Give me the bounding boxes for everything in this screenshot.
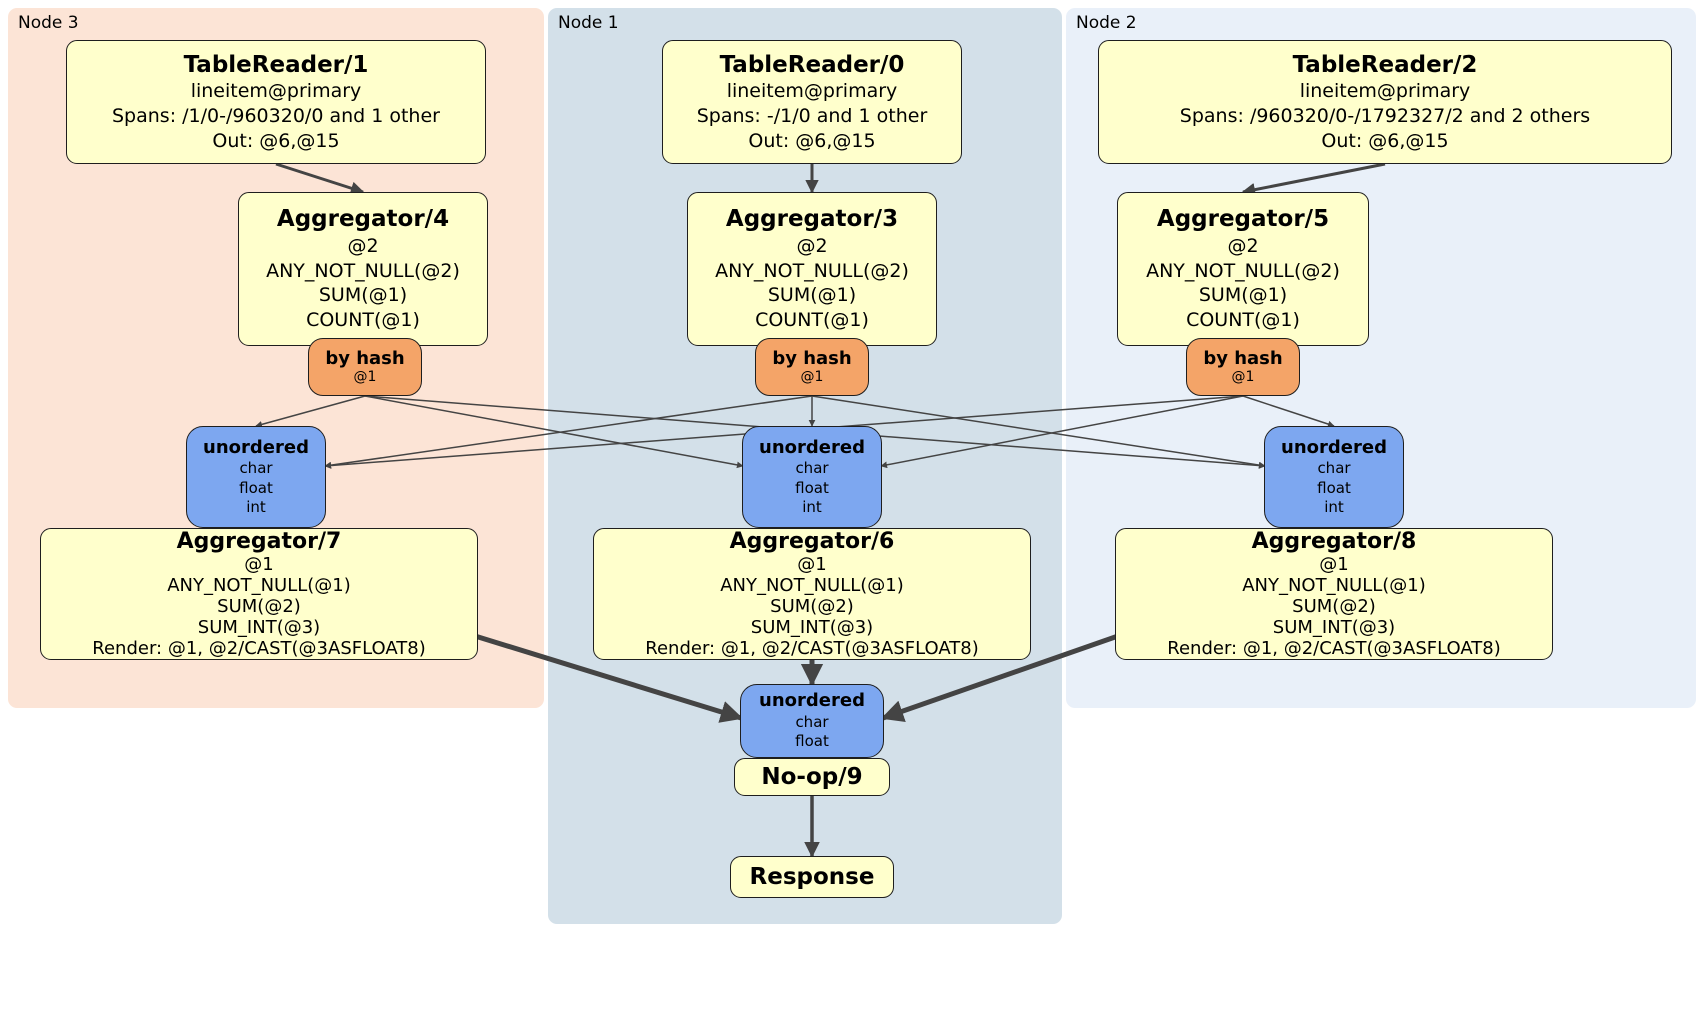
aggregator-4-title: Aggregator/4 [276, 206, 450, 233]
hash-router-node2: by hash @1 [1186, 338, 1300, 396]
aggregator-7-box: Aggregator/7 @1 ANY_NOT_NULL(@1) SUM(@2)… [40, 528, 478, 660]
unordered-sync-title: unordered [203, 436, 309, 458]
aggregator-7-fn: SUM_INT(@3) [197, 617, 321, 639]
aggregator-7-render: Render: @1, @2/CAST(@3ASFLOAT8) [92, 638, 426, 660]
aggregator-5-title: Aggregator/5 [1156, 206, 1330, 233]
hash-router-cols: @1 [353, 369, 377, 386]
tablereader-0-spans: Spans: -/1/0 and 1 other [696, 105, 928, 128]
noop-9-box: No-op/9 [734, 758, 890, 796]
tablereader-2-index: lineitem@primary [1299, 80, 1471, 103]
hash-router-title: by hash [772, 347, 852, 369]
aggregator-6-fn: ANY_NOT_NULL(@1) [720, 575, 904, 597]
aggregator-6-render: Render: @1, @2/CAST(@3ASFLOAT8) [645, 638, 979, 660]
aggregator-3-groupcols: @2 [796, 235, 828, 257]
aggregator-4-box: Aggregator/4 @2 ANY_NOT_NULL(@2) SUM(@1)… [238, 192, 488, 346]
aggregator-8-groupcols: @1 [1319, 554, 1349, 576]
aggregator-3-box: Aggregator/3 @2 ANY_NOT_NULL(@2) SUM(@1)… [687, 192, 937, 346]
aggregator-6-fn: SUM_INT(@3) [750, 617, 874, 639]
aggregator-8-render: Render: @1, @2/CAST(@3ASFLOAT8) [1167, 638, 1501, 660]
tablereader-2-title: TableReader/2 [1292, 51, 1478, 78]
node3-label: Node 3 [18, 13, 79, 33]
aggregator-4-fn: ANY_NOT_NULL(@2) [266, 259, 460, 282]
aggregator-8-box: Aggregator/8 @1 ANY_NOT_NULL(@1) SUM(@2)… [1115, 528, 1553, 660]
tablereader-1-out: Out: @6,@15 [212, 129, 340, 152]
aggregator-8-fn: SUM(@2) [1292, 596, 1376, 618]
sync-col-type: int [802, 498, 822, 516]
hash-router-title: by hash [1203, 347, 1283, 369]
hash-router-cols: @1 [800, 369, 824, 386]
aggregator-3-fn: COUNT(@1) [755, 309, 869, 332]
aggregator-5-groupcols: @2 [1227, 235, 1259, 257]
sync-col-type: int [1324, 498, 1344, 516]
aggregator-7-title: Aggregator/7 [176, 528, 342, 554]
tablereader-0-title: TableReader/0 [719, 51, 905, 78]
sync-col-type: float [1317, 478, 1351, 497]
aggregator-8-fn: ANY_NOT_NULL(@1) [1242, 575, 1426, 597]
aggregator-7-fn: ANY_NOT_NULL(@1) [167, 575, 351, 597]
tablereader-1-spans: Spans: /1/0-/960320/0 and 1 other [112, 105, 440, 128]
aggregator-7-groupcols: @1 [244, 554, 274, 576]
tablereader-0-out: Out: @6,@15 [748, 129, 876, 152]
aggregator-6-fn: SUM(@2) [770, 596, 854, 618]
aggregator-6-title: Aggregator/6 [729, 528, 895, 554]
aggregator-5-fn: ANY_NOT_NULL(@2) [1146, 259, 1340, 282]
aggregator-4-fn: COUNT(@1) [306, 309, 420, 332]
unordered-sync-node2: unordered char float int [1264, 426, 1404, 528]
node1-label: Node 1 [558, 13, 619, 33]
tablereader-2-spans: Spans: /960320/0-/1792327/2 and 2 others [1179, 105, 1591, 128]
aggregator-4-groupcols: @2 [347, 235, 379, 257]
hash-router-cols: @1 [1231, 369, 1255, 386]
sync-col-type: char [1317, 459, 1351, 477]
sync-col-type: char [239, 459, 273, 477]
tablereader-1-index: lineitem@primary [190, 80, 362, 103]
sync-col-type: float [239, 478, 273, 497]
tablereader-0-index: lineitem@primary [726, 80, 898, 103]
aggregator-3-fn: SUM(@1) [767, 284, 857, 307]
hash-router-node1: by hash @1 [755, 338, 869, 396]
tablereader-1-box: TableReader/1 lineitem@primary Spans: /1… [66, 40, 486, 164]
aggregator-8-fn: SUM_INT(@3) [1272, 617, 1396, 639]
hash-router-node3: by hash @1 [308, 338, 422, 396]
tablereader-2-box: TableReader/2 lineitem@primary Spans: /9… [1098, 40, 1672, 164]
aggregator-5-box: Aggregator/5 @2 ANY_NOT_NULL(@2) SUM(@1)… [1117, 192, 1369, 346]
aggregator-7-fn: SUM(@2) [217, 596, 301, 618]
aggregator-6-box: Aggregator/6 @1 ANY_NOT_NULL(@1) SUM(@2)… [593, 528, 1031, 660]
response-box: Response [730, 856, 894, 898]
aggregator-6-groupcols: @1 [797, 554, 827, 576]
aggregator-5-fn: COUNT(@1) [1186, 309, 1300, 332]
aggregator-4-fn: SUM(@1) [318, 284, 408, 307]
unordered-sync-node1: unordered char float int [742, 426, 882, 528]
sync-col-type: char [795, 712, 829, 731]
sync-col-type: float [795, 732, 829, 751]
aggregator-5-fn: SUM(@1) [1198, 284, 1288, 307]
unordered-sync-final: unordered char float [740, 684, 884, 758]
response-title: Response [749, 863, 875, 890]
unordered-sync-title: unordered [759, 436, 865, 458]
aggregator-3-title: Aggregator/3 [725, 206, 899, 233]
hash-router-title: by hash [325, 347, 405, 369]
sync-col-type: char [795, 459, 829, 477]
unordered-sync-node3: unordered char float int [186, 426, 326, 528]
aggregator-8-title: Aggregator/8 [1251, 528, 1417, 554]
sync-col-type: float [795, 478, 829, 497]
noop-9-title: No-op/9 [761, 763, 863, 790]
unordered-sync-title: unordered [1281, 436, 1387, 458]
tablereader-0-box: TableReader/0 lineitem@primary Spans: -/… [662, 40, 962, 164]
tablereader-1-title: TableReader/1 [183, 51, 369, 78]
unordered-sync-title: unordered [759, 690, 865, 712]
aggregator-3-fn: ANY_NOT_NULL(@2) [715, 259, 909, 282]
tablereader-2-out: Out: @6,@15 [1321, 129, 1449, 152]
sync-col-type: int [246, 498, 266, 516]
node2-label: Node 2 [1076, 13, 1137, 33]
